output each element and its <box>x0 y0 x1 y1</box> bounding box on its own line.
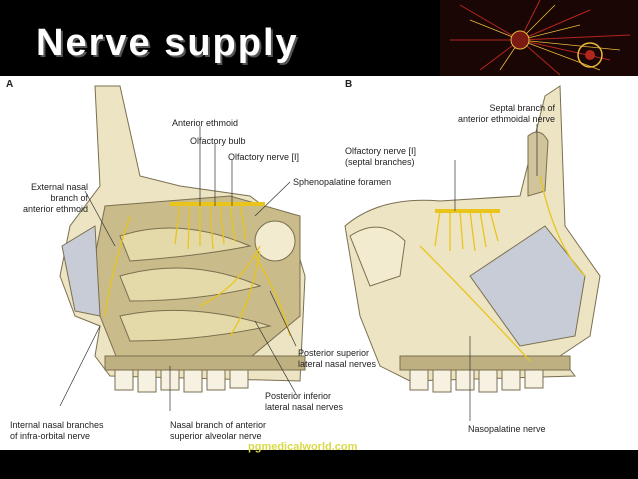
nasal-cavity-illustration <box>59 85 601 421</box>
label-internal-nasal-line1: Internal nasal branches <box>10 420 104 430</box>
label-external-nasal-line3: anterior ethmoid <box>22 204 88 214</box>
label-nasal-branch-line1: Nasal branch of anterior <box>170 420 267 430</box>
firework-decoration <box>440 0 638 76</box>
label-anterior-ethmoid: Anterior ethmoid <box>172 118 239 128</box>
label-internal-nasal-line2: of infra-orbital nerve <box>10 431 91 441</box>
label-olfactory-nerve: Olfactory nerve [I] <box>228 152 300 162</box>
label-septal-branch-line1: Septal branch of <box>489 103 555 113</box>
label-olfactory-septal-line2: (septal branches) <box>345 157 415 167</box>
label-posterior-inferior: Posterior inferior lateral nasal nerves <box>265 391 343 413</box>
label-sphenopalatine-foramen: Sphenopalatine foramen <box>293 177 392 187</box>
label-internal-nasal: Internal nasal branches of infra-orbital… <box>10 420 104 442</box>
label-septal-branch-line2: anterior ethmoidal nerve <box>457 114 555 124</box>
septum-figure <box>344 85 601 393</box>
label-posterior-superior: Posterior superior lateral nasal nerves <box>298 348 376 370</box>
slide-title: Nerve supply <box>36 22 299 64</box>
label-external-nasal: External nasal branch of anterior ethmoi… <box>18 182 88 215</box>
label-olfactory-septal: Olfactory nerve [I] (septal branches) <box>345 146 416 168</box>
label-posterior-superior-line2: lateral nasal nerves <box>298 359 377 369</box>
label-posterior-inferior-line2: lateral nasal nerves <box>265 402 344 412</box>
label-olfactory-bulb: Olfactory bulb <box>190 136 246 146</box>
label-external-nasal-line1: External nasal <box>30 182 88 192</box>
label-external-nasal-line2: branch of <box>50 193 88 203</box>
label-nasal-branch-line2: superior alveolar nerve <box>170 431 262 441</box>
label-septal-branch: Septal branch of anterior ethmoidal nerv… <box>430 103 555 125</box>
label-nasal-branch: Nasal branch of anterior superior alveol… <box>170 420 266 442</box>
label-posterior-inferior-line1: Posterior inferior <box>265 391 332 401</box>
label-olfactory-septal-line1: Olfactory nerve [I] <box>345 146 417 156</box>
label-posterior-superior-line1: Posterior superior <box>298 348 370 358</box>
panel-a-letter: A <box>6 79 14 90</box>
watermark: pgmedicalworld.com <box>248 441 358 453</box>
label-nasopalatine: Nasopalatine nerve <box>468 424 546 434</box>
lateral-wall-figure <box>59 85 306 393</box>
panel-b-letter: B <box>345 79 353 90</box>
